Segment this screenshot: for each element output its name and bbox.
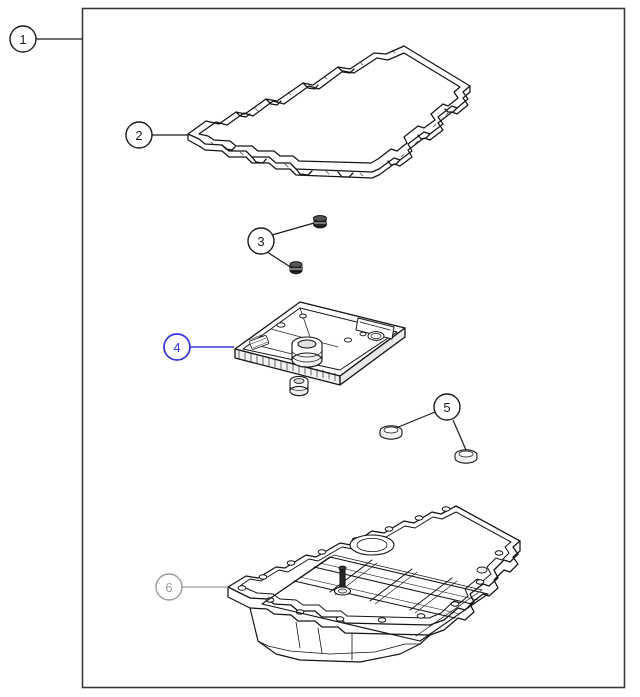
callout-6[interactable]: 6 [155,573,228,601]
callout-1[interactable]: 1 [9,25,82,53]
callout-5-leader-right [452,419,467,451]
callout-4-circle[interactable] [163,333,191,361]
callout-3-leader-lower [266,251,293,269]
callout-4[interactable]: 4 [163,333,234,361]
callout-1-label: 1 [19,32,26,47]
callout-3[interactable]: 3 [247,222,315,269]
callout-5-circle[interactable] [433,393,461,421]
part-oil-pan-gasket[interactable] [187,45,471,179]
callout-5-leader-left [395,411,436,429]
callout-6-label: 6 [165,580,172,595]
callout-2-label: 2 [135,128,142,143]
part-transmission-oil-pan[interactable] [227,505,521,663]
callout-5-label: 5 [443,400,450,415]
callout-2-circle[interactable] [125,121,153,149]
callout-4-label: 4 [173,340,180,355]
part-drain-plug-seal-right[interactable] [454,449,478,464]
callout-5[interactable]: 5 [395,393,467,451]
part-transmission-oil-filter[interactable] [234,301,406,397]
callout-1-circle[interactable] [9,25,37,53]
callout-6-circle[interactable] [155,573,183,601]
callout-3-leader-upper [271,222,315,236]
callout-2[interactable]: 2 [125,121,188,149]
part-mounting-bolt-lower[interactable] [289,261,303,275]
callout-3-circle[interactable] [247,227,275,255]
callout-3-label: 3 [257,234,264,249]
part-drain-plug-seal-left[interactable] [379,425,403,440]
part-mounting-bolt-upper[interactable] [313,215,327,229]
